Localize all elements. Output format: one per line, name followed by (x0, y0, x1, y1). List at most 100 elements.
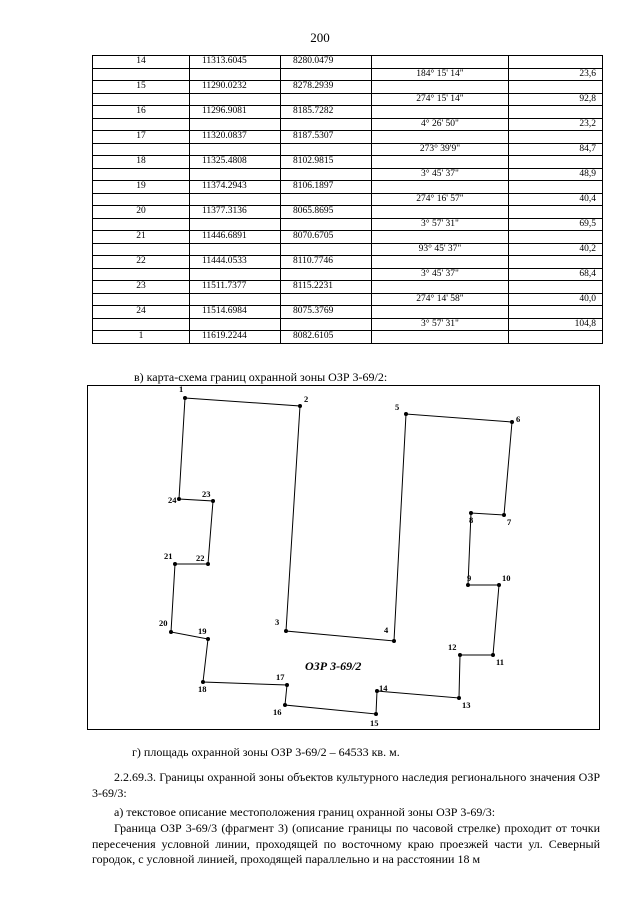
point-num-cell: 17 (92, 130, 190, 144)
segment-angle-cell: 274° 15' 14" (371, 92, 509, 106)
empty-cell (371, 130, 509, 144)
boundary-point-label: 17 (276, 672, 285, 682)
empty-cell (189, 242, 281, 256)
empty-cell (189, 117, 281, 131)
boundary-point-marker (283, 703, 287, 707)
point-x-cell: 11374.2943 (189, 180, 281, 194)
boundary-point-label: 15 (370, 718, 379, 728)
point-num-cell: 1 (92, 330, 190, 344)
boundary-point-marker (466, 583, 470, 587)
boundary-point-label: 19 (198, 626, 207, 636)
empty-cell (508, 330, 603, 344)
empty-cell (280, 242, 372, 256)
table-row: 274° 16' 57"40,4 (92, 192, 603, 206)
empty-cell (508, 180, 603, 194)
boundary-point-label: 8 (469, 515, 473, 525)
map-caption: в) карта-схема границ охранной зоны ОЗР … (134, 370, 388, 384)
segment-length-cell: 23,6 (508, 67, 603, 81)
point-y-cell: 8115.2231 (280, 280, 372, 294)
point-x-cell: 11377.3136 (189, 205, 281, 219)
boundary-point-label: 20 (159, 618, 168, 628)
text-description-heading: а) текстовое описание местоположения гра… (114, 805, 496, 819)
empty-cell (371, 255, 509, 269)
empty-cell (508, 305, 603, 319)
boundary-point-marker (285, 683, 289, 687)
boundary-point-marker (177, 497, 181, 501)
empty-cell (508, 255, 603, 269)
point-num-cell: 24 (92, 305, 190, 319)
empty-cell (280, 292, 372, 306)
empty-cell (189, 167, 281, 181)
point-x-cell: 11320.0837 (189, 130, 281, 144)
boundary-point-marker (502, 513, 506, 517)
point-x-cell: 11446.6891 (189, 230, 281, 244)
segment-angle-cell: 274° 14' 58" (371, 292, 509, 306)
boundary-point-label: 6 (516, 414, 520, 424)
point-y-cell: 8106.1897 (280, 180, 372, 194)
boundary-point-label: 1 (179, 386, 183, 394)
point-num-cell: 21 (92, 230, 190, 244)
zone-area-text: г) площадь охранной зоны ОЗР 3-69/2 – 64… (132, 745, 400, 759)
boundary-point-label: 23 (202, 489, 211, 499)
point-num-cell: 15 (92, 80, 190, 94)
empty-cell (92, 142, 190, 156)
point-x-cell: 11514.6984 (189, 305, 281, 319)
section-heading-paragraph: 2.2.69.3. Границы охранной зоны объектов… (92, 770, 600, 801)
empty-cell (189, 267, 281, 281)
boundary-point-label: 3 (275, 617, 279, 627)
point-x-cell: 11444.0533 (189, 255, 281, 269)
page-number: 200 (310, 30, 330, 45)
empty-cell (189, 192, 281, 206)
boundary-point-label: 4 (384, 625, 389, 635)
boundary-point-label: 16 (273, 707, 282, 717)
empty-cell (92, 317, 190, 331)
empty-cell (371, 230, 509, 244)
empty-cell (508, 130, 603, 144)
point-y-cell: 8075.3769 (280, 305, 372, 319)
empty-cell (508, 205, 603, 219)
segment-length-cell: 104,8 (508, 317, 603, 331)
table-row: 4° 26' 50"23,2 (92, 117, 603, 131)
point-y-cell: 8280.0479 (280, 55, 372, 69)
point-x-cell: 11313.6045 (189, 55, 281, 69)
empty-cell (280, 167, 372, 181)
point-num-cell: 18 (92, 155, 190, 169)
boundary-description-paragraph: Граница ОЗР 3-69/3 (фрагмент 3) (описани… (92, 821, 600, 868)
point-x-cell: 11325.4808 (189, 155, 281, 169)
empty-cell (508, 155, 603, 169)
boundary-point-marker (457, 696, 461, 700)
text-description-paragraph: а) текстовое описание местоположения гра… (92, 805, 600, 821)
boundary-point-marker (169, 630, 173, 634)
empty-cell (92, 217, 190, 231)
boundary-point-marker (211, 499, 215, 503)
empty-cell (189, 92, 281, 106)
empty-cell (371, 305, 509, 319)
boundary-point-label: 22 (196, 553, 205, 563)
table-row: 3° 45' 37"48,9 (92, 167, 603, 181)
boundary-point-marker (173, 562, 177, 566)
boundary-point-marker (404, 412, 408, 416)
empty-cell (508, 80, 603, 94)
boundary-point-label: 14 (379, 683, 388, 693)
table-row: 3° 57' 31"104,8 (92, 317, 603, 331)
segment-length-cell: 48,9 (508, 167, 603, 181)
table-row: 273° 39'9"84,7 (92, 142, 603, 156)
boundary-point-marker (206, 562, 210, 566)
empty-cell (189, 67, 281, 81)
point-x-cell: 11290.0232 (189, 80, 281, 94)
empty-cell (189, 217, 281, 231)
boundary-point-label: 2 (304, 394, 308, 404)
empty-cell (508, 280, 603, 294)
point-y-cell: 8185.7282 (280, 105, 372, 119)
segment-angle-cell: 3° 45' 37" (371, 267, 509, 281)
boundary-point-label: 10 (502, 573, 511, 583)
empty-cell (371, 55, 509, 69)
boundary-point-label: 13 (462, 700, 471, 710)
